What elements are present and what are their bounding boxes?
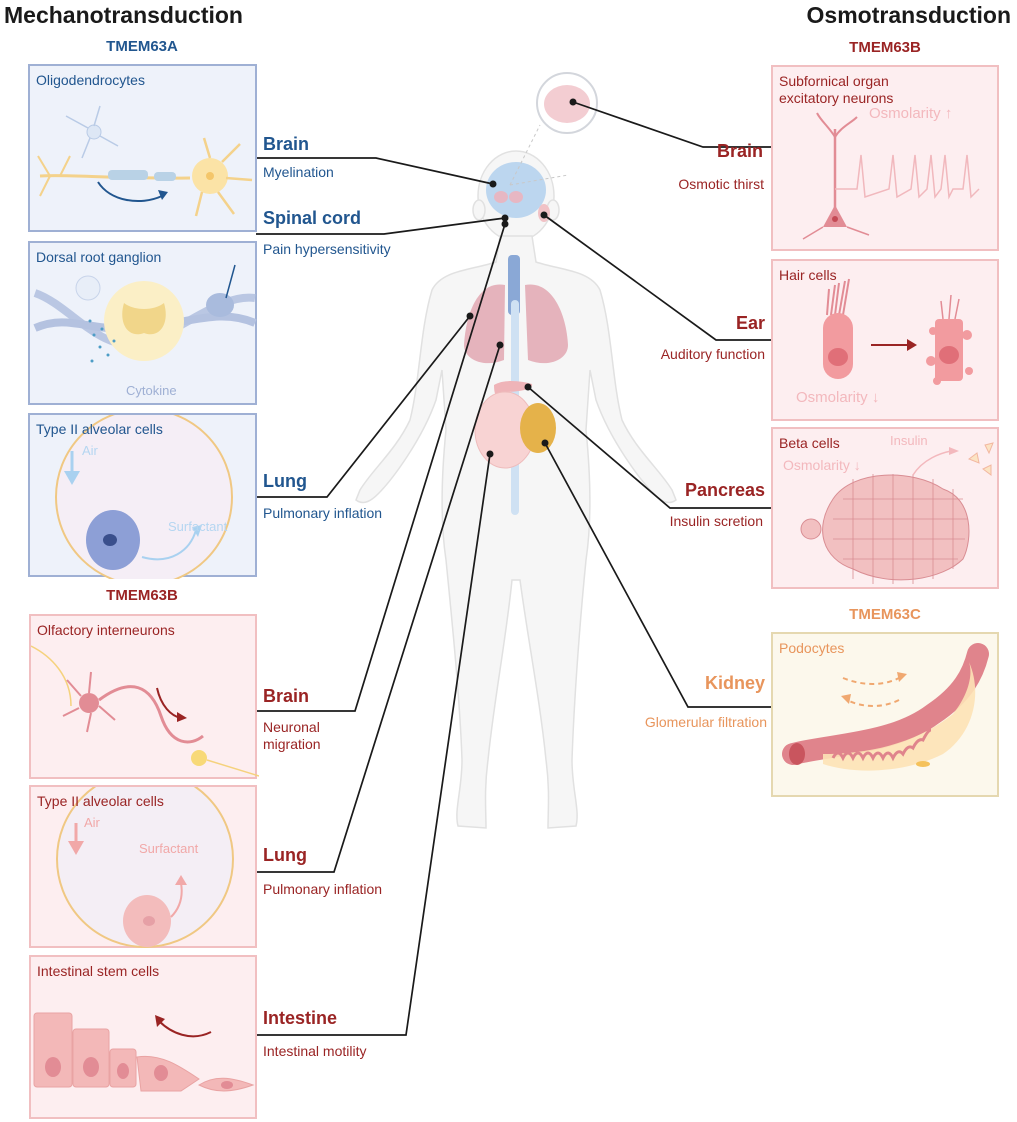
function-label-auditory-function: Auditory function	[660, 346, 765, 362]
mechanotransduction-heading: Mechanotransduction	[4, 2, 243, 28]
glomerulus-illustration	[782, 643, 989, 771]
annotation-osmolarity-down: Osmolarity ↓	[796, 389, 880, 406]
annotation-insulin: Insulin	[890, 433, 928, 448]
connector-dots	[466, 98, 577, 458]
intestinal-cells-illustration	[33, 1012, 255, 1092]
spinal-cord-illustration	[33, 264, 257, 363]
connector-kidney	[544, 442, 771, 708]
connector-pancreas	[527, 386, 771, 509]
organ-label-brain-osmotic: Brain	[716, 141, 763, 161]
trachea	[508, 255, 520, 315]
connector-ear	[543, 214, 771, 341]
hair-cell-illustration	[823, 278, 973, 385]
function-label-neuronal-migration: Neuronal migration	[263, 719, 321, 753]
connector-brain-migration	[256, 223, 506, 712]
beta-cell-cluster-illustration	[800, 442, 994, 584]
panel-oligodendrocytes: Oligodendrocytes	[28, 64, 257, 232]
annotation-osmolarity-up: Osmolarity ↑	[869, 105, 953, 122]
organ-label-lung-tmem63a: Lung	[263, 471, 307, 491]
panel-dorsal-root-ganglion: Dorsal root ganglion Cytokine	[28, 241, 257, 405]
cell-type-line-1: Subfornical organ	[779, 73, 889, 89]
connector-spinal-cord	[256, 217, 506, 235]
organ-label-lung-tmem63b: Lung	[263, 845, 307, 865]
function-line-2: migration	[263, 736, 321, 752]
panel-beta-cells: Beta cells Insulin Osmolarity ↓	[771, 427, 999, 589]
cell-type-label: Podocytes	[779, 640, 845, 656]
alveolus-illustration	[55, 415, 233, 579]
connector-lines	[256, 101, 771, 1036]
cell-type-label: Type II alveolar cells	[37, 793, 164, 809]
oligodendrocyte-illustration	[37, 105, 253, 217]
function-label-osmotic-thirst: Osmotic thirst	[678, 176, 764, 192]
cell-type-label: Olfactory interneurons	[37, 622, 175, 638]
gene-label-tmem63c: TMEM63C	[849, 606, 921, 623]
annotation-osmolarity-down: Osmolarity ↓	[783, 457, 861, 473]
cell-type-label: Dorsal root ganglion	[36, 249, 162, 265]
function-line-1: Neuronal	[263, 719, 320, 735]
organ-label-pancreas: Pancreas	[684, 480, 765, 500]
cell-type-label: Intestinal stem cells	[37, 963, 160, 979]
function-label-pain-hypersensitivity: Pain hypersensitivity	[263, 241, 391, 257]
cell-type-label: Oligodendrocytes	[36, 72, 145, 88]
annotation-air: Air	[82, 443, 98, 458]
osmotransduction-heading: Osmotransduction	[806, 2, 1011, 28]
panel-olfactory-interneurons: Olfactory interneurons	[29, 614, 259, 779]
function-label-insulin-secretion: Insulin scretion	[669, 513, 763, 529]
right-lung	[525, 284, 568, 364]
cell-type-label: Beta cells	[779, 435, 840, 451]
function-label-pulmonary-inflation-b: Pulmonary inflation	[263, 881, 383, 897]
connector-brain-myelination	[256, 157, 494, 185]
gene-label-tmem63b-right: TMEM63B	[849, 39, 921, 56]
organ-label-intestine: Intestine	[263, 1008, 338, 1028]
cell-type-label: Hair cells	[779, 267, 837, 283]
kidney-organ	[520, 403, 556, 453]
function-label-intestinal-motility: Intestinal motility	[263, 1043, 367, 1059]
organ-label-brain-tmem63a: Brain	[263, 134, 310, 154]
annotation-surfactant: Surfactant	[139, 841, 199, 856]
function-label-myelination: Myelination	[263, 164, 334, 180]
function-label-glomerular-filtration: Glomerular filtration	[644, 714, 767, 730]
connector-intestine	[256, 453, 491, 1036]
annotation-air: Air	[84, 815, 100, 830]
cell-type-label: Subfornical organ excitatory neurons	[779, 73, 893, 107]
annotation-surfactant: Surfactant	[168, 519, 228, 534]
panel-hair-cells: Hair cells Osmolarity ↓	[771, 259, 999, 421]
organ-label-ear: Ear	[735, 313, 765, 333]
cell-type-label: Type II alveolar cells	[36, 421, 163, 437]
panel-type-ii-alveolar-a: Type II alveolar cells Air Surfactant	[28, 413, 257, 579]
panel-type-ii-alveolar-b: Type II alveolar cells Air Surfactant	[29, 785, 257, 948]
brain-organ	[486, 162, 546, 218]
organ-label-brain-tmem63b: Brain	[263, 686, 310, 706]
function-label-pulmonary-inflation-a: Pulmonary inflation	[263, 505, 383, 521]
gene-label-tmem63a: TMEM63A	[106, 38, 178, 55]
gene-label-tmem63b-left: TMEM63B	[106, 587, 178, 604]
left-lung	[464, 284, 505, 364]
organ-label-kidney: Kidney	[704, 673, 765, 693]
neuron-spike-illustration	[802, 112, 980, 240]
connector-lung-b	[256, 344, 501, 873]
annotation-cytokine: Cytokine	[126, 383, 177, 398]
panel-podocytes: Podocytes	[771, 632, 999, 797]
alveolus-illustration	[56, 787, 234, 948]
connector-lung-a	[256, 315, 471, 498]
connector-brain-thirst	[572, 101, 771, 148]
organ-label-spinal-cord: Spinal cord	[263, 208, 362, 228]
brain-section	[544, 85, 590, 123]
interneuron-illustration	[31, 645, 259, 777]
cell-type-line-2: excitatory neurons	[779, 90, 894, 106]
panel-intestinal-stem-cells: Intestinal stem cells	[29, 955, 257, 1119]
panel-subfornical-organ-neurons: Subfornical organ excitatory neurons Osm…	[771, 65, 999, 251]
